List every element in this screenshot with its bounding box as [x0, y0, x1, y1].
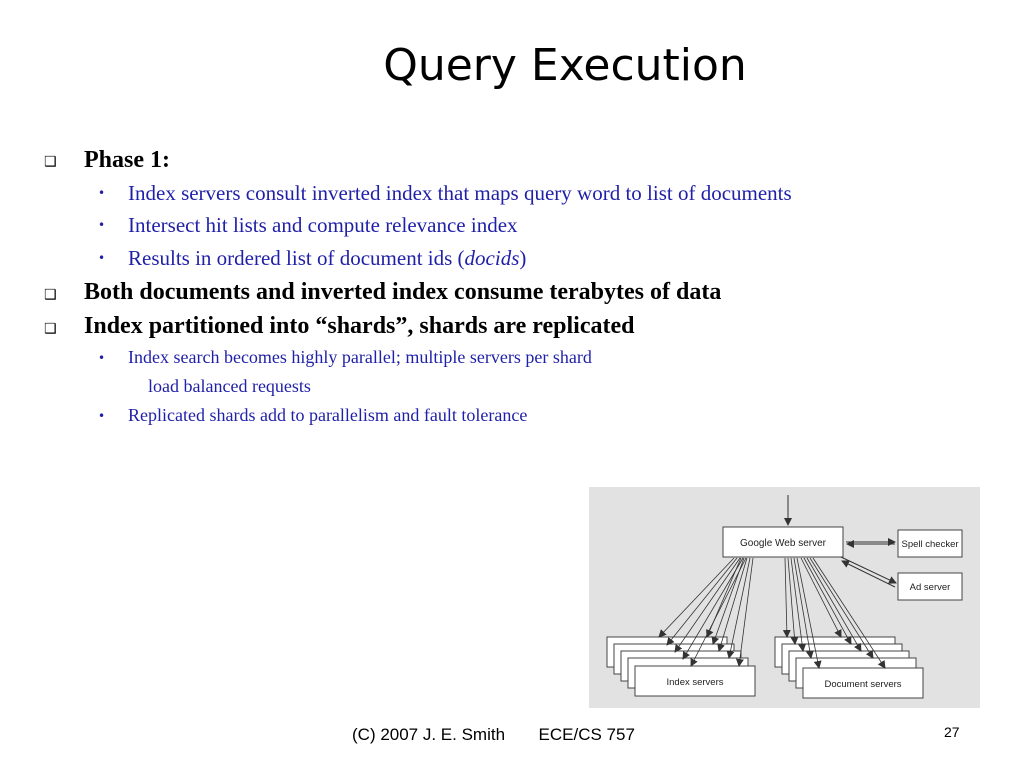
- footer: (C) 2007 J. E. Smith ECE/CS 757: [352, 725, 635, 745]
- results-italic-docids: docids: [464, 246, 520, 270]
- spell-checker-box: [897, 529, 963, 558]
- bullet-load-balanced: load balanced requests: [148, 376, 311, 396]
- web-server-label: Google Web server: [740, 538, 827, 549]
- checkbox-bullet-icon: ❑: [44, 321, 57, 337]
- results-suffix: ): [519, 246, 527, 270]
- index-server-front: [634, 665, 756, 697]
- bullet-parallel-search: Index search becomes highly parallel; mu…: [128, 347, 592, 367]
- dot-bullet-icon: •: [98, 351, 106, 365]
- slide-title: Query Execution: [383, 40, 747, 91]
- checkbox-bullet-icon: ❑: [44, 154, 57, 170]
- spell-checker-label: Spell checker: [901, 539, 958, 550]
- bullet-inverted-index: Index servers consult inverted index tha…: [128, 181, 792, 205]
- dot-bullet-icon: •: [98, 186, 106, 200]
- document-servers-label: Document servers: [824, 679, 901, 690]
- dot-bullet-icon: •: [98, 218, 106, 232]
- web-server-box: [722, 526, 844, 558]
- architecture-diagram-svg: Google Web server Spell checker Ad serve…: [606, 495, 963, 699]
- bullet-phase1: Phase 1:: [84, 147, 170, 173]
- ad-server-label: Ad server: [910, 582, 951, 593]
- bullet-replicated: Replicated shards add to parallelism and…: [128, 405, 528, 425]
- index-servers-label: Index servers: [666, 677, 723, 688]
- dot-bullet-icon: •: [98, 251, 106, 265]
- bullet-shards: Index partitioned into “shards”, shards …: [84, 313, 635, 339]
- footer-copyright: (C) 2007 J. E. Smith: [352, 725, 506, 744]
- bullet-intersect: Intersect hit lists and compute relevanc…: [128, 213, 518, 237]
- checkbox-bullet-icon: ❑: [44, 287, 57, 303]
- bullet-results: Results in ordered list of document ids …: [128, 246, 526, 271]
- page-number: 27: [944, 724, 960, 740]
- ad-server-box: [897, 572, 963, 601]
- ad-arrow-out: [840, 556, 897, 584]
- document-fanout-arrows: [782, 557, 886, 669]
- architecture-diagram: Google Web server Spell checker Ad serve…: [589, 487, 980, 708]
- ad-arrow-in: [841, 560, 896, 588]
- results-prefix: Results in ordered list of document ids …: [128, 246, 465, 270]
- bullet-terabytes: Both documents and inverted index consum…: [84, 279, 722, 305]
- index-fanout-arrows: [658, 557, 754, 667]
- dot-bullet-icon: •: [98, 409, 106, 423]
- footer-course: ECE/CS 757: [538, 725, 635, 744]
- document-server-front: [802, 667, 924, 699]
